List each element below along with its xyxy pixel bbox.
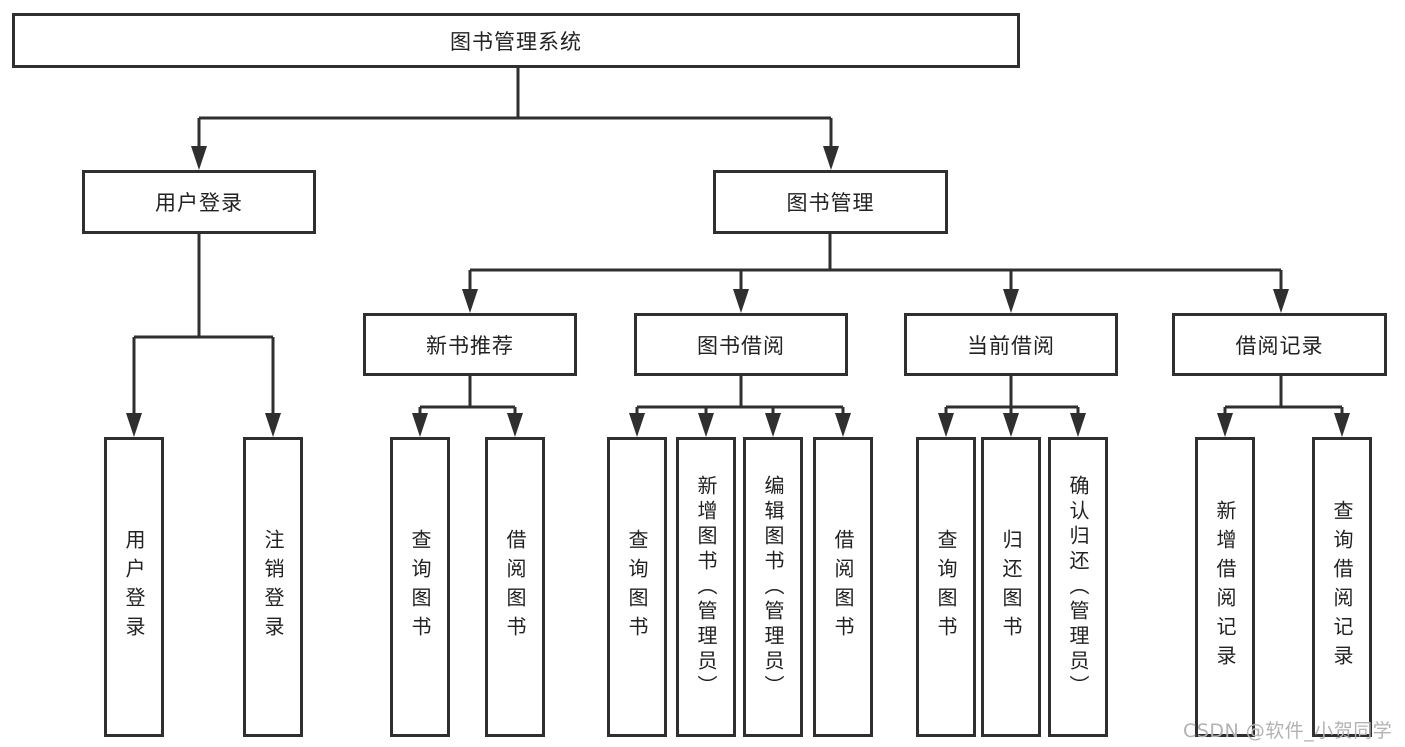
- leaf-user-login: 用户登录: [104, 437, 164, 737]
- arrow-down-icon: [1334, 413, 1350, 437]
- node-book-management: 图书管理: [713, 170, 948, 234]
- arrow-down-icon: [1217, 413, 1233, 437]
- arrow-down-icon: [823, 146, 839, 170]
- arrow-down-icon: [507, 413, 523, 437]
- leaf-borrow-books-borrowing: 借阅图书: [813, 437, 873, 737]
- arrow-down-icon: [1070, 413, 1086, 437]
- arrow-down-icon: [765, 413, 781, 437]
- leaf-confirm-return-admin: 确认归还（管理员）: [1048, 437, 1108, 737]
- arrow-down-icon: [698, 413, 714, 437]
- leaf-borrow-books-recommend: 借阅图书: [485, 437, 545, 737]
- arrow-down-icon: [191, 146, 207, 170]
- leaf-edit-books-admin: 编辑图书（管理员）: [743, 437, 803, 737]
- leaf-query-books-recommend: 查询图书: [390, 437, 450, 737]
- arrowheads: [126, 146, 1350, 437]
- node-book-borrowing: 图书借阅: [634, 313, 848, 376]
- leaf-query-books-current: 查询图书: [916, 437, 976, 737]
- arrow-down-icon: [412, 413, 428, 437]
- leaf-logout: 注销登录: [243, 437, 303, 737]
- arrow-down-icon: [126, 413, 142, 437]
- arrow-down-icon: [1273, 289, 1289, 313]
- arrow-down-icon: [1003, 413, 1019, 437]
- arrow-down-icon: [733, 289, 749, 313]
- node-current-borrowing: 当前借阅: [904, 313, 1118, 376]
- arrow-down-icon: [835, 413, 851, 437]
- leaf-add-books-admin: 新增图书（管理员）: [676, 437, 736, 737]
- node-borrowing-records: 借阅记录: [1172, 313, 1387, 376]
- arrow-down-icon: [265, 413, 281, 437]
- arrow-down-icon: [938, 413, 954, 437]
- node-library-system: 图书管理系统: [12, 13, 1020, 68]
- watermark: CSDN @软件_小贺同学: [1183, 720, 1393, 742]
- leaf-return-books: 归还图书: [981, 437, 1041, 737]
- leaf-query-books-borrowing: 查询图书: [607, 437, 667, 737]
- node-user-login: 用户登录: [82, 170, 316, 234]
- arrow-down-icon: [1003, 289, 1019, 313]
- arrow-down-icon: [629, 413, 645, 437]
- leaf-query-borrow-record: 查询借阅记录: [1312, 437, 1372, 737]
- node-new-book-recommendation: 新书推荐: [363, 313, 577, 376]
- arrow-down-icon: [462, 289, 478, 313]
- leaf-add-borrow-record: 新增借阅记录: [1195, 437, 1255, 737]
